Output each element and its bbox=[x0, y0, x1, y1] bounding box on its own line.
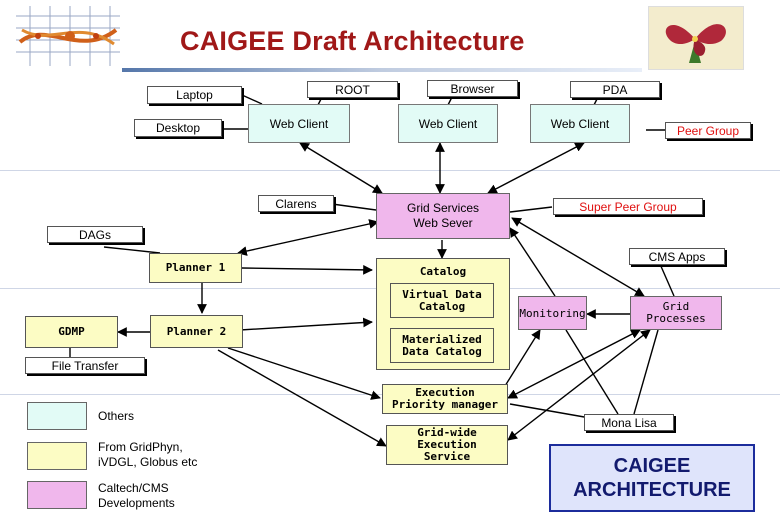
file-transfer-label: File Transfer bbox=[25, 357, 145, 374]
grid-services-line2: Web Sever bbox=[413, 216, 473, 230]
edge-planner1-grid bbox=[237, 219, 379, 256]
edge-pda-webclient bbox=[593, 96, 599, 106]
monitoring-node: Monitoring bbox=[518, 296, 587, 330]
laptop-label: Laptop bbox=[147, 86, 242, 104]
slide-header: CAIGEE Draft Architecture bbox=[0, 0, 780, 72]
edge-planner2-catalog bbox=[239, 317, 373, 331]
grid-wide-line2: Execution bbox=[417, 438, 477, 451]
gdmp-text: GDMP bbox=[58, 325, 85, 338]
edge-superpeer-grid bbox=[509, 206, 553, 213]
grid-services-line1: Grid Services bbox=[406, 201, 480, 215]
edge-monalisa-execution bbox=[509, 403, 591, 419]
planner-2-node: Planner 2 bbox=[150, 315, 243, 348]
edge-monitoring-monalisa bbox=[565, 329, 619, 415]
legend-label-others: Others bbox=[98, 409, 134, 424]
edge-grid-processes bbox=[511, 217, 645, 297]
browser-label: Browser bbox=[427, 80, 518, 97]
root-label: ROOT bbox=[307, 81, 398, 98]
grid-wide-line3: Service bbox=[423, 450, 471, 463]
edge-cmsapps-processes bbox=[659, 263, 675, 297]
execution-priority-node: Execution Priority manager bbox=[382, 384, 508, 414]
edge-root-webclient bbox=[317, 96, 323, 106]
edge-processes-monalisa bbox=[633, 329, 659, 415]
execution-priority-line2: Priority manager bbox=[392, 398, 498, 411]
edge-planner2-gridwide bbox=[217, 349, 387, 447]
legend-swatch-caltech bbox=[27, 481, 87, 509]
edge-clarens-grid bbox=[331, 203, 377, 211]
grid-services-node: Grid Services Web Sever bbox=[376, 193, 510, 239]
materialized-data-catalog-node: Materialized Data Catalog bbox=[390, 328, 494, 363]
edge-browser-webclient bbox=[447, 96, 453, 106]
header-divider bbox=[122, 68, 642, 72]
grid-wide-execution-node: Grid-wide Execution Service bbox=[386, 425, 508, 465]
web-client-node: Web Client bbox=[248, 104, 350, 143]
edge-grid-monitoring bbox=[509, 227, 556, 297]
web-client-node: Web Client bbox=[398, 104, 498, 143]
background-rule bbox=[0, 170, 780, 171]
virtual-catalog-line1: Virtual Data bbox=[402, 287, 482, 301]
planner-2-text: Planner 2 bbox=[166, 324, 227, 338]
gdmp-node: GDMP bbox=[25, 316, 118, 348]
legend-swatch-gridphyn bbox=[27, 442, 87, 470]
legend-label-gridphyn: From GridPhyn, iVDGL, Globus etc bbox=[98, 440, 197, 470]
caigee-line2: ARCHITECTURE bbox=[573, 479, 731, 501]
mona-lisa-label: Mona Lisa bbox=[584, 414, 674, 431]
web-client-node: Web Client bbox=[530, 104, 630, 143]
super-peer-group-label: Super Peer Group bbox=[553, 198, 703, 215]
catalog-title: Catalog bbox=[419, 265, 467, 278]
planner-1-text: Planner 1 bbox=[165, 261, 226, 274]
legend-text: Caltech/CMS bbox=[98, 481, 169, 495]
virtual-data-catalog-node: Virtual Data Catalog bbox=[390, 283, 494, 318]
materialized-catalog-line2: Data Catalog bbox=[402, 344, 482, 358]
edge-dags-planner1 bbox=[103, 246, 161, 254]
grid-processes-node: Grid Processes bbox=[630, 296, 722, 330]
caigee-line1: CAIGEE bbox=[613, 455, 691, 477]
legend-text: Others bbox=[98, 409, 135, 423]
edge-webclient3-grid bbox=[487, 142, 585, 194]
cms-apps-label: CMS Apps bbox=[629, 248, 725, 265]
dags-label: DAGs bbox=[47, 226, 143, 243]
legend-text: Developments bbox=[98, 496, 175, 510]
clarens-label: Clarens bbox=[258, 195, 334, 212]
slide-title: CAIGEE Draft Architecture bbox=[180, 26, 525, 56]
edge-webclient1-grid bbox=[299, 142, 383, 194]
edge-laptop-webclient bbox=[241, 94, 263, 105]
edge-planner2-execution bbox=[227, 347, 381, 400]
peer-group-label: Peer Group bbox=[665, 122, 751, 139]
edge-monitoring-execution bbox=[499, 329, 541, 395]
grid-wide-line1: Grid-wide bbox=[417, 426, 477, 439]
edge-processes-gridwide bbox=[507, 329, 651, 441]
edge-planner1-catalog bbox=[241, 264, 373, 275]
legend-text: From GridPhyn, bbox=[98, 440, 183, 454]
materialized-catalog-line1: Materialized bbox=[402, 332, 482, 346]
pda-label: PDA bbox=[570, 81, 660, 98]
execution-priority-line1: Execution bbox=[415, 386, 475, 399]
legend-label-caltech: Caltech/CMS Developments bbox=[98, 481, 175, 511]
desktop-label: Desktop bbox=[134, 119, 222, 137]
virtual-catalog-line2: Catalog bbox=[418, 299, 466, 313]
legend-swatch-others bbox=[27, 402, 87, 430]
edge-processes-execution bbox=[507, 329, 641, 399]
grid-logo bbox=[16, 6, 120, 66]
grid-processes-line2: Processes bbox=[646, 312, 706, 325]
grid-processes-line1: Grid bbox=[662, 300, 690, 313]
trillium-logo bbox=[648, 6, 744, 70]
legend-text: iVDGL, Globus etc bbox=[98, 455, 198, 469]
planner-1-node: Planner 1 bbox=[149, 253, 242, 283]
caigee-architecture-box: CAIGEE ARCHITECTURE bbox=[549, 444, 755, 512]
